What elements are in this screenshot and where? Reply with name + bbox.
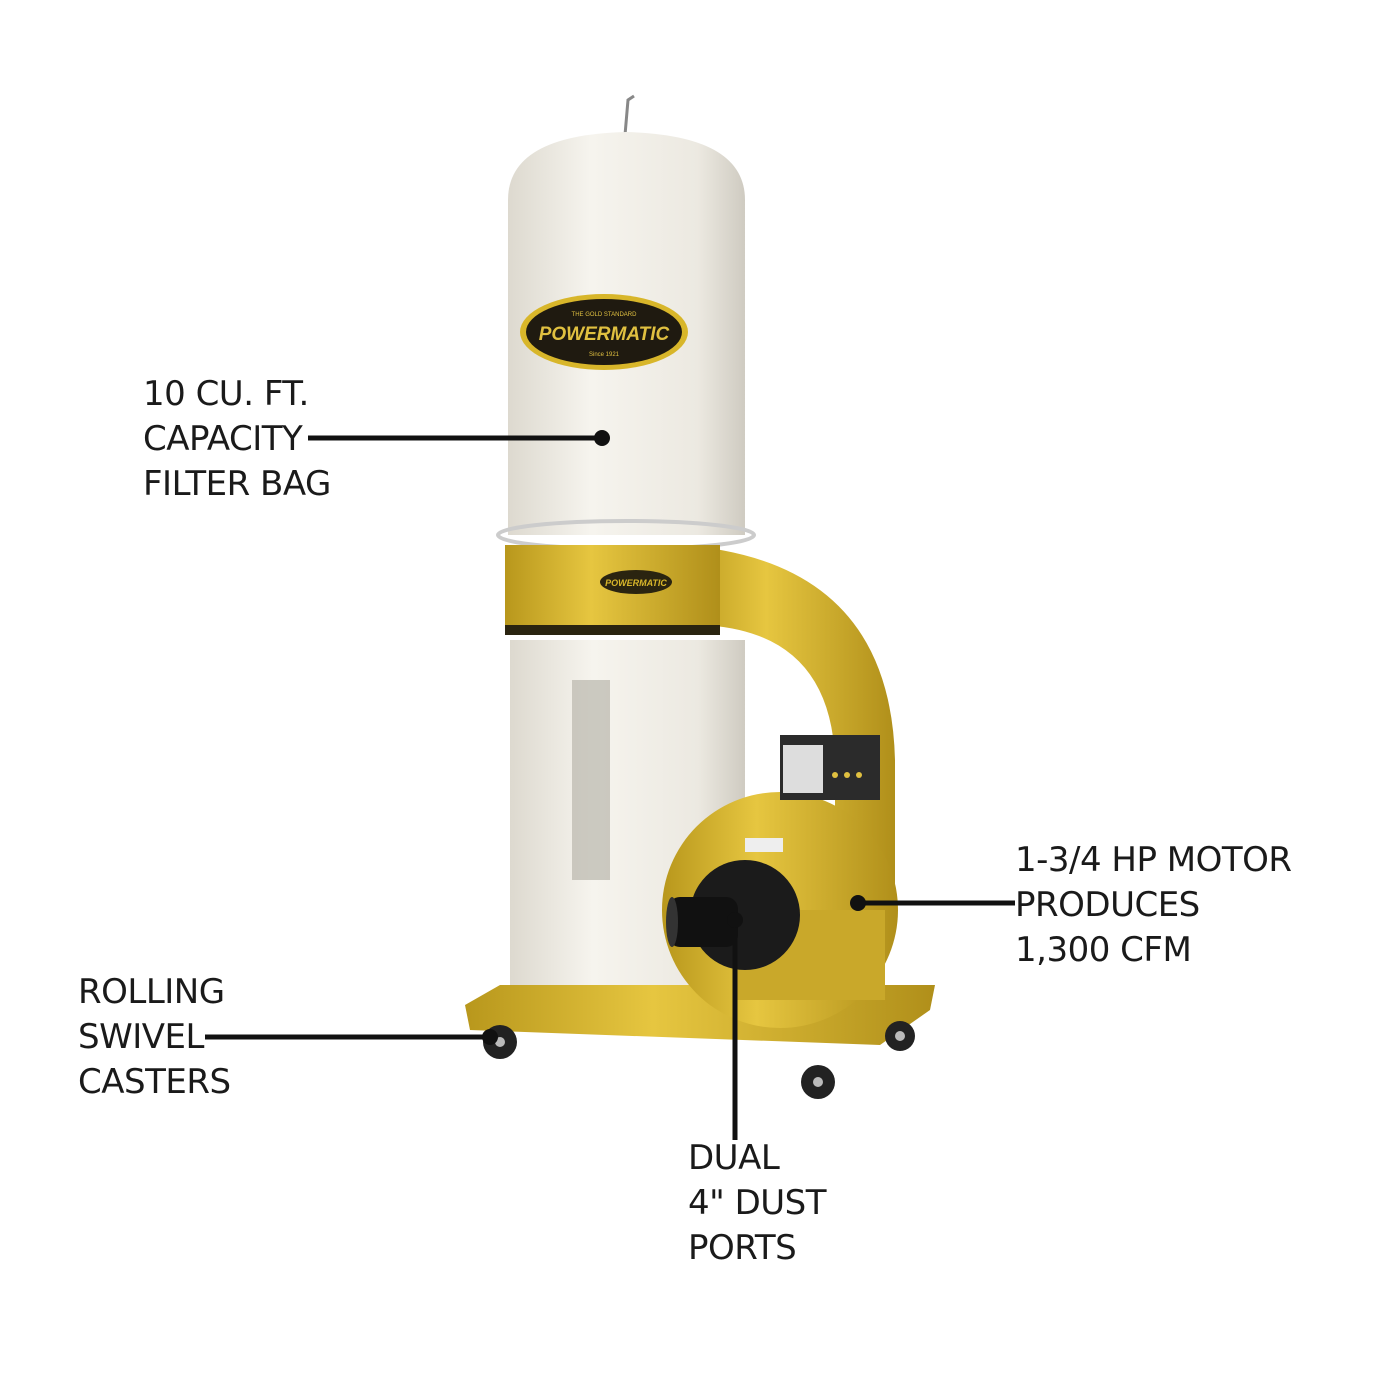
callout-filter-bag: 10 CU. FT. CAPACITY FILTER BAG (143, 372, 331, 507)
svg-text:Since 1921: Since 1921 (589, 352, 620, 358)
callout-line: PORTS (688, 1228, 797, 1268)
callout-dust-ports: DUAL 4" DUST PORTS (688, 1136, 827, 1271)
callout-line: 1-3/4 HP MOTOR (1015, 840, 1292, 880)
callout-line: ROLLING (78, 972, 225, 1012)
leader-lines (205, 435, 1015, 1140)
callout-line: CASTERS (78, 1062, 231, 1102)
callout-line: 4" DUST (688, 1183, 827, 1223)
callout-line: FILTER BAG (143, 464, 331, 504)
callout-casters: ROLLING SWIVEL CASTERS (78, 970, 231, 1105)
caster-wheels (483, 1021, 915, 1099)
leader-dots (482, 430, 866, 1045)
callout-line: PRODUCES (1015, 885, 1200, 925)
svg-text:THE GOLD STANDARD: THE GOLD STANDARD (572, 312, 638, 318)
callout-line: CAPACITY (143, 419, 303, 459)
hanger-hook (623, 94, 635, 136)
callout-line: SWIVEL (78, 1017, 204, 1057)
svg-text:POWERMATIC: POWERMATIC (605, 578, 667, 588)
callout-line: 10 CU. FT. (143, 374, 309, 414)
svg-text:POWERMATIC: POWERMATIC (539, 324, 670, 345)
callout-line: 1,300 CFM (1015, 930, 1192, 970)
powermatic-logo: POWERMATIC THE GOLD STANDARD Since 1921 (520, 294, 688, 370)
callout-motor: 1-3/4 HP MOTOR PRODUCES 1,300 CFM (1015, 838, 1292, 973)
callout-line: DUAL (688, 1138, 780, 1178)
